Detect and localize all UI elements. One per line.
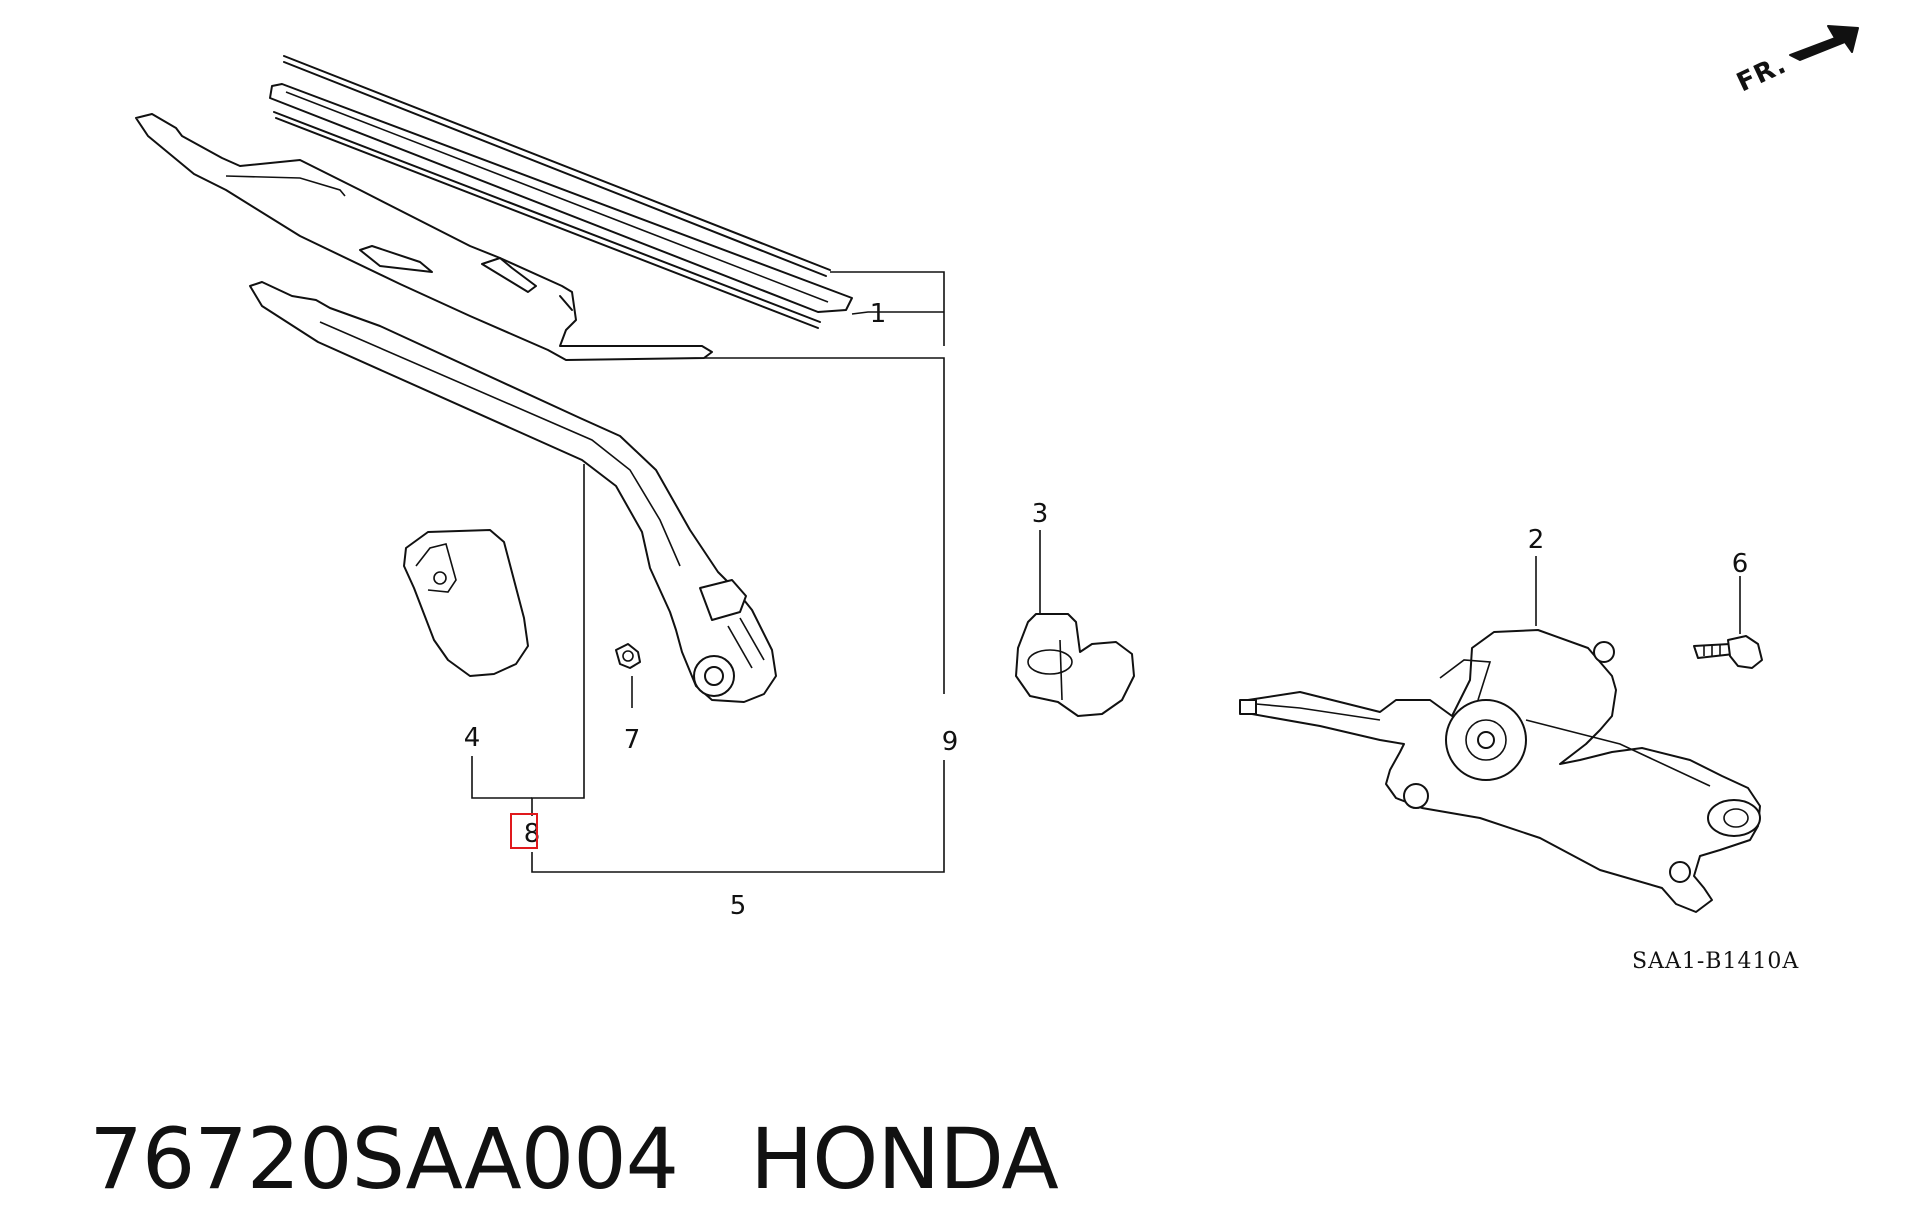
wiper-arm bbox=[249, 281, 777, 703]
front-direction-indicator: FR. bbox=[1732, 25, 1859, 99]
front-arrow-icon bbox=[1789, 25, 1859, 61]
callout-8-highlight bbox=[510, 813, 538, 849]
part-number: 76720SAA004 bbox=[89, 1110, 679, 1208]
wiper-blade-rubber bbox=[269, 55, 853, 329]
wiper-arm-cap bbox=[403, 529, 529, 677]
callout-9: 9 bbox=[942, 727, 959, 757]
callout-5: 5 bbox=[730, 891, 747, 921]
part-caption: 76720SAA004 HONDA bbox=[38, 1012, 1058, 1208]
front-label: FR. bbox=[1732, 50, 1791, 99]
brand-name: HONDA bbox=[750, 1110, 1059, 1208]
diagram-code: SAA1-B1410A bbox=[1632, 949, 1799, 974]
callout-6: 6 bbox=[1732, 549, 1749, 579]
callout-3: 3 bbox=[1032, 499, 1049, 529]
nut bbox=[615, 643, 641, 669]
callout-2: 2 bbox=[1528, 525, 1545, 555]
wiper-blade bbox=[135, 113, 713, 361]
wiper-motor bbox=[1239, 629, 1761, 913]
leader-lines bbox=[471, 271, 1741, 873]
callout-7: 7 bbox=[624, 725, 641, 755]
callout-4: 4 bbox=[464, 723, 481, 753]
callout-1: 1 bbox=[870, 299, 887, 329]
parts-diagram: FR. bbox=[135, 25, 1859, 974]
grommet bbox=[1015, 613, 1135, 717]
bolt bbox=[1693, 635, 1763, 669]
